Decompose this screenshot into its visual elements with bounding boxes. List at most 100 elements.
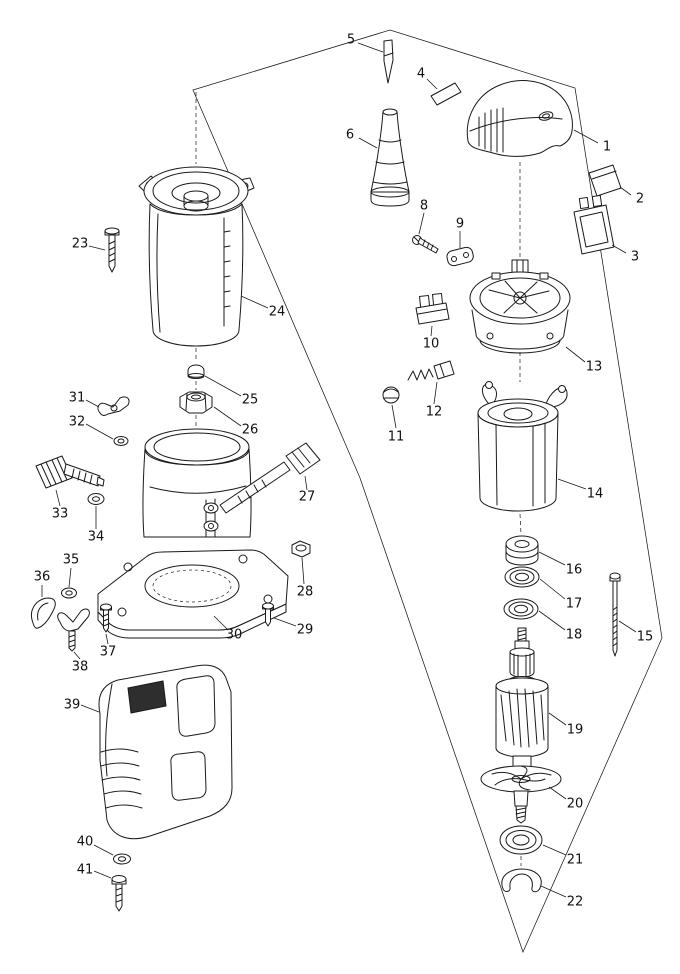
part-label-27: 27: [299, 490, 316, 505]
callout-18: 18: [538, 610, 582, 643]
callout-23: 23: [72, 237, 106, 252]
part-label-17: 17: [566, 597, 583, 612]
part-10-terminal-block: [415, 293, 450, 325]
part-label-1: 1: [603, 140, 611, 155]
part-14-field-stator: [477, 381, 568, 512]
part-label-23: 23: [72, 237, 89, 252]
callout-19: 19: [548, 712, 583, 738]
part-15-long-screw: [609, 572, 621, 657]
callout-32: 32: [69, 415, 114, 440]
callout-38: 38: [72, 651, 89, 675]
part-36-wedge-lever: [31, 597, 56, 629]
callout-12: 12: [426, 381, 442, 420]
part-label-38: 38: [72, 660, 89, 675]
callout-22: 22: [540, 885, 584, 910]
part-24-housing-cup: [138, 166, 255, 347]
callout-3: 3: [611, 244, 639, 265]
part-21-ball-bearing-lower: [499, 825, 543, 855]
assembly-frame: [192, 29, 663, 954]
callout-16: 16: [538, 551, 582, 578]
part-label-6: 6: [346, 128, 354, 143]
part-23-screw: [104, 227, 120, 273]
callout-8: 8: [418, 199, 428, 235]
part-39-base-protector: [98, 664, 233, 840]
callout-31: 31: [69, 391, 100, 408]
assembly-axis-lines: [195, 92, 522, 866]
callout-30: 30: [213, 615, 243, 643]
part-label-2: 2: [636, 192, 644, 207]
callout-29: 29: [273, 617, 314, 638]
part-37-screw: [100, 603, 112, 633]
part-label-37: 37: [100, 645, 117, 660]
callout-40: 40: [77, 835, 114, 856]
part-label-11: 11: [388, 430, 405, 445]
part-6-cord-guard: [370, 108, 410, 207]
callout-41: 41: [77, 863, 112, 879]
part-label-8: 8: [420, 199, 428, 214]
part-38-wing-bolt: [57, 608, 90, 652]
part-40-washer: [113, 853, 131, 865]
part-label-40: 40: [77, 835, 94, 850]
part-label-26: 26: [242, 423, 259, 438]
part-label-32: 32: [69, 415, 86, 430]
callout-15: 15: [618, 620, 654, 645]
callout-28: 28: [297, 557, 314, 600]
callout-1: 1: [573, 129, 611, 155]
part-label-15: 15: [637, 630, 654, 645]
part-11-brush-holder-cap: [382, 386, 400, 404]
callout-21: 21: [542, 844, 583, 868]
callout-13: 13: [565, 346, 603, 375]
part-3-switch: [573, 194, 615, 255]
part-29-screw: [262, 602, 274, 627]
part-label-33: 33: [52, 507, 69, 522]
part-label-41: 41: [77, 863, 94, 878]
part-label-35: 35: [63, 553, 80, 568]
callout-5: 5: [347, 33, 384, 53]
part-label-30: 30: [226, 628, 243, 643]
callout-2: 2: [619, 186, 644, 207]
part-18-ball-bearing-mid: [503, 598, 539, 620]
part-label-31: 31: [69, 391, 86, 406]
part-41-screw: [111, 875, 127, 912]
part-label-24: 24: [269, 305, 286, 320]
callout-39: 39: [64, 698, 100, 713]
part-25-cap-nut: [187, 364, 205, 379]
part-label-25: 25: [242, 393, 259, 408]
part-13-motor-housing: [469, 259, 571, 354]
part-label-5: 5: [347, 33, 355, 48]
callout-10: 10: [423, 325, 439, 352]
callout-24: 24: [240, 295, 286, 320]
callout-9: 9: [456, 217, 464, 248]
callout-17: 17: [539, 578, 583, 612]
part-30-base: [97, 549, 289, 639]
part-label-13: 13: [586, 360, 603, 375]
part-20-fan: [480, 755, 562, 824]
callout-36: 36: [34, 570, 50, 597]
part-26-collet-nut: [179, 391, 213, 414]
part-2-noise-suppressor: [588, 164, 622, 197]
part-label-28: 28: [297, 585, 314, 600]
part-1-motor-housing-cap: [466, 80, 573, 157]
part-32-washer: [113, 436, 129, 446]
callout-26: 26: [213, 406, 259, 438]
part-5-pin: [383, 39, 394, 84]
callout-11: 11: [388, 404, 405, 445]
callout-34: 34: [88, 506, 104, 545]
part-9-clamp-plate: [446, 246, 474, 267]
part-22-ring-spring: [501, 868, 542, 893]
part-4-plate: [430, 82, 462, 106]
part-label-29: 29: [297, 623, 314, 638]
part-34-washer: [87, 493, 105, 505]
part-label-22: 22: [567, 895, 584, 910]
part-label-4: 4: [417, 67, 425, 82]
part-35-washer: [61, 587, 77, 599]
part-31-toggle: [97, 396, 130, 416]
callout-27: 27: [299, 475, 316, 505]
part-33-clamp-knob-screw: [35, 455, 105, 489]
callout-6: 6: [346, 128, 378, 149]
part-8-screw: [412, 235, 439, 254]
part-27-clamp-screw-knob: [219, 442, 321, 514]
part-12-carbon-brush: [407, 360, 455, 381]
